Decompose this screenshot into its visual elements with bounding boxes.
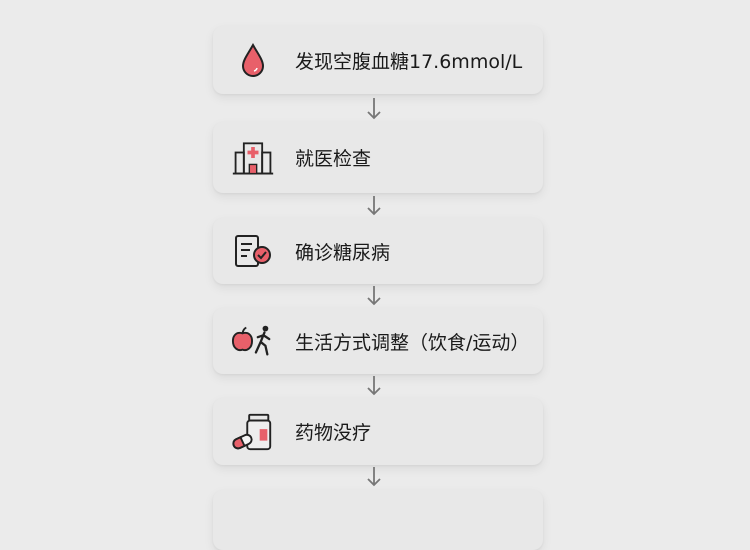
medicine-pills-icon: [231, 412, 275, 452]
step-label: 生活方式调整（饮食/运动）: [295, 331, 530, 354]
step-label: 就医检查: [295, 148, 372, 170]
blood-drop-icon: [231, 40, 275, 80]
step-card-4: 生活方式调整（饮食/运动）: [213, 308, 543, 374]
arrow-down-icon: [367, 98, 381, 120]
arrow-down-icon: [367, 196, 381, 216]
step-card-2: 就医检查: [213, 122, 543, 193]
arrow-down-icon: [367, 467, 381, 487]
hospital-icon: [231, 138, 275, 178]
step-label: 确诊糖尿病: [295, 241, 391, 264]
step-card-5: 药物没疗: [213, 398, 543, 465]
arrow-down-icon: [367, 376, 381, 396]
step-card-1: 发现空腹血糖17.6mmol/L: [213, 26, 543, 94]
arrow-down-icon: [367, 286, 381, 306]
diagnosis-report-icon: [231, 231, 275, 271]
step-card-3: 确诊糖尿病: [213, 218, 543, 284]
step-card-6-partial: [213, 490, 543, 550]
step-label: 药物没疗: [295, 422, 372, 444]
step-label: 发现空腹血糖17.6mmol/L: [295, 50, 523, 73]
apple-running-icon: [231, 321, 275, 361]
